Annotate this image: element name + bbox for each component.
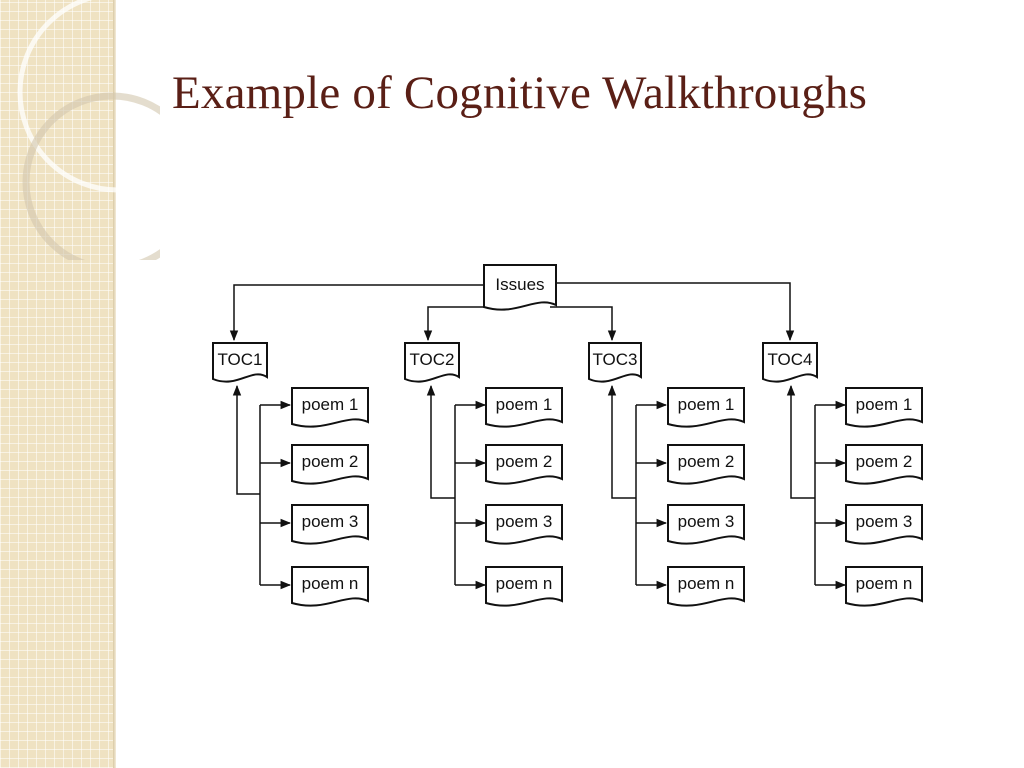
node-toc4: TOC4 xyxy=(762,342,818,383)
side-band-edge xyxy=(113,0,116,768)
connector-issues-toc1 xyxy=(229,284,485,342)
node-toc4-poem-4-label: poem n xyxy=(856,574,913,593)
node-toc2-poem-1: poem 1 xyxy=(485,387,563,428)
toc2-branch xyxy=(426,384,487,590)
node-toc3-poem-3: poem 3 xyxy=(667,504,745,545)
node-issues-label: Issues xyxy=(495,275,544,294)
node-toc1-poem-4: poem n xyxy=(291,566,369,607)
node-toc1-poem-2: poem 2 xyxy=(291,444,369,485)
toc4-branch xyxy=(786,384,847,590)
node-toc4-poem-1-shape xyxy=(845,387,923,428)
node-toc2-poem-3-shape xyxy=(485,504,563,545)
node-toc3-shape xyxy=(588,342,642,383)
node-issues-shape xyxy=(483,264,557,311)
node-toc3-poem-3-label: poem 3 xyxy=(678,512,735,531)
node-toc1-label: TOC1 xyxy=(217,350,262,369)
node-toc2-poem-3: poem 3 xyxy=(485,504,563,545)
node-toc2-poem-2-label: poem 2 xyxy=(496,452,553,471)
node-toc2-poem-4-label: poem n xyxy=(496,574,553,593)
connectors xyxy=(229,282,847,590)
node-toc1-poem-4-shape xyxy=(291,566,369,607)
node-toc2: TOC2 xyxy=(404,342,460,383)
node-toc4-poem-3: poem 3 xyxy=(845,504,923,545)
node-toc3-poem-1-shape xyxy=(667,387,745,428)
decorative-circles xyxy=(17,0,160,260)
node-toc1-poem-2-shape xyxy=(291,444,369,485)
node-toc4-poem-2: poem 2 xyxy=(845,444,923,485)
node-toc2-poem-3-label: poem 3 xyxy=(496,512,553,531)
node-toc3-poem-4-shape xyxy=(667,566,745,607)
node-toc1: TOC1 xyxy=(212,342,268,383)
node-toc2-poem-2: poem 2 xyxy=(485,444,563,485)
node-toc2-label: TOC2 xyxy=(409,350,454,369)
node-toc2-shape xyxy=(404,342,460,383)
node-toc3-poem-4-label: poem n xyxy=(678,574,735,593)
node-toc2-poem-2-shape xyxy=(485,444,563,485)
node-toc3-poem-3-shape xyxy=(667,504,745,545)
node-toc1-poem-3: poem 3 xyxy=(291,504,369,545)
node-toc4-label: TOC4 xyxy=(767,350,812,369)
node-toc4-poem-3-label: poem 3 xyxy=(856,512,913,531)
node-toc3-poem-1: poem 1 xyxy=(667,387,745,428)
slide-title: Example of Cognitive Walkthroughs xyxy=(172,67,868,119)
node-toc4-poem-3-shape xyxy=(845,504,923,545)
node-toc3-label: TOC3 xyxy=(592,350,637,369)
node-toc4-poem-1: poem 1 xyxy=(845,387,923,428)
node-toc4-poem-4: poem n xyxy=(845,566,923,607)
node-toc2-poem-1-shape xyxy=(485,387,563,428)
toc1-branch xyxy=(232,384,292,590)
node-toc1-poem-2-label: poem 2 xyxy=(302,452,359,471)
node-issues: Issues xyxy=(483,264,557,311)
node-toc2-poem-4: poem n xyxy=(485,566,563,607)
node-toc1-poem-1-shape xyxy=(291,387,369,428)
node-toc1-poem-3-label: poem 3 xyxy=(302,512,359,531)
node-toc3-poem-2-label: poem 2 xyxy=(678,452,735,471)
node-toc2-poem-4-shape xyxy=(485,566,563,607)
node-toc1-poem-3-shape xyxy=(291,504,369,545)
node-toc2-poem-1-label: poem 1 xyxy=(496,395,553,414)
connector-issues-toc3 xyxy=(550,306,617,342)
node-toc3-poem-4: poem n xyxy=(667,566,745,607)
node-toc4-poem-1-label: poem 1 xyxy=(856,395,913,414)
connector-issues-toc4 xyxy=(556,282,795,342)
node-toc1-poem-1: poem 1 xyxy=(291,387,369,428)
node-toc4-poem-2-shape xyxy=(845,444,923,485)
node-toc3-poem-1-label: poem 1 xyxy=(678,395,735,414)
node-toc3-poem-2: poem 2 xyxy=(667,444,745,485)
node-toc4-poem-2-label: poem 2 xyxy=(856,452,913,471)
node-toc1-poem-4-label: poem n xyxy=(302,574,359,593)
connector-issues-toc2 xyxy=(423,306,487,342)
decorative-side-band xyxy=(0,0,113,768)
node-toc3-poem-2-shape xyxy=(667,444,745,485)
node-toc3: TOC3 xyxy=(588,342,642,383)
node-toc1-poem-1-label: poem 1 xyxy=(302,395,359,414)
toc3-branch xyxy=(607,384,668,590)
node-toc4-shape xyxy=(762,342,818,383)
node-toc4-poem-4-shape xyxy=(845,566,923,607)
node-toc1-shape xyxy=(212,342,268,383)
